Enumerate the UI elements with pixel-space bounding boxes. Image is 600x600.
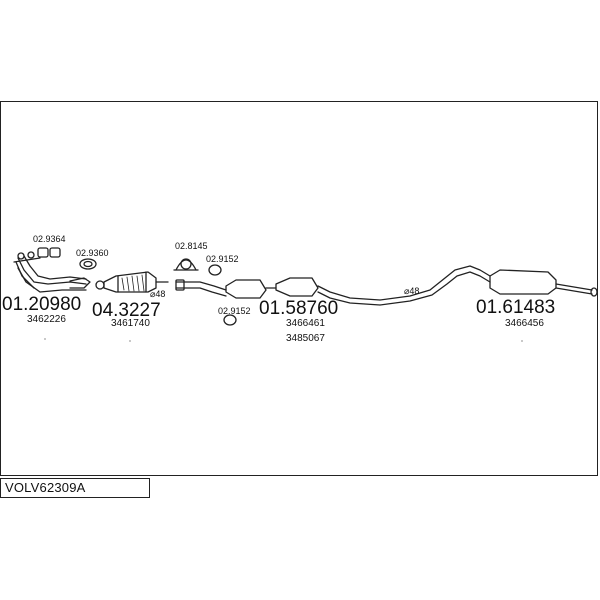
gasket-b-label: 02.9360 — [76, 248, 109, 258]
diagram-frame — [0, 101, 598, 476]
gasket-a-label: 02.9364 — [33, 234, 66, 244]
ring-upper-label: 02.9152 — [206, 254, 239, 264]
clamp-drawing — [173, 258, 199, 271]
clamp-a-label: 02.8145 — [175, 241, 208, 251]
rear-silencer-drawing — [489, 269, 598, 297]
ring-lower-drawing — [223, 314, 237, 326]
catalyst-drawing — [103, 271, 169, 293]
catalyst-ref: 3461740 — [111, 318, 150, 329]
front-pipe-part-number: 01.20980 — [2, 294, 81, 315]
gasket-b-drawing — [79, 258, 97, 270]
center-section-drawing — [175, 265, 491, 306]
diameter-label-2: ⌀48 — [404, 286, 419, 296]
ring-lower-label: 02.9152 — [218, 306, 251, 316]
gasket-a-drawing — [37, 247, 61, 258]
front-pipe-ref: 3462226 — [27, 314, 66, 325]
catalyst-part-number: 04.3227 — [92, 300, 161, 321]
rear-silencer-part-number: 01.61483 — [476, 297, 555, 318]
diagram-code-box: VOLV62309A — [0, 478, 150, 498]
center-section-ref-2: 3485067 — [286, 333, 325, 344]
diagram-code: VOLV62309A — [5, 480, 86, 495]
center-section-ref-1: 3466461 — [286, 318, 325, 329]
ring-upper-drawing — [208, 264, 222, 276]
rear-silencer-ref: 3466456 — [505, 318, 544, 329]
center-section-part-number: 01.58760 — [259, 298, 338, 319]
diameter-label-1: ⌀48 — [150, 289, 165, 299]
front-pipe-drawing — [13, 251, 91, 293]
